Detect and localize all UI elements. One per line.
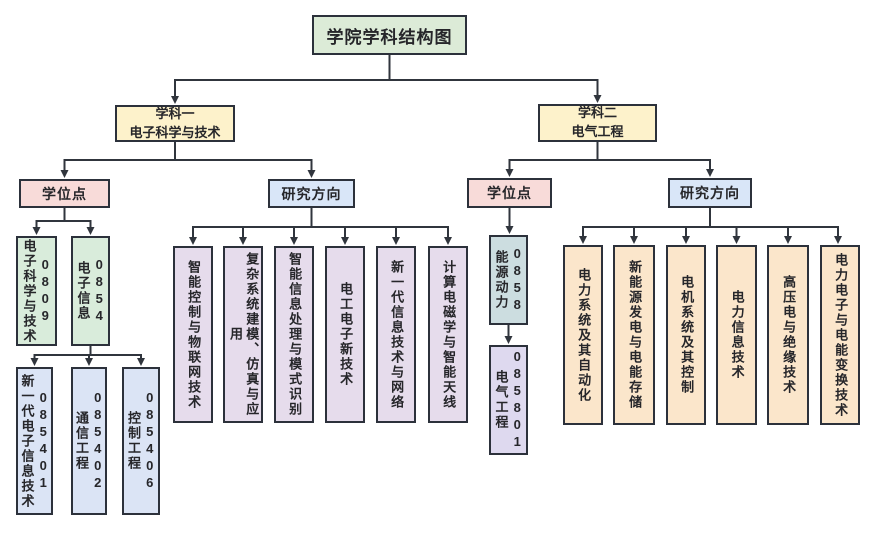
subdegree-box-085401: 085401 新一代电子信息技术 bbox=[16, 367, 53, 515]
direction-column-b1-6: 计算电磁学与智能天线 bbox=[428, 246, 468, 423]
degree-box-0858: 0858 能源动力 bbox=[489, 235, 528, 325]
subdegree-085801-name: 电气工程 bbox=[493, 370, 509, 430]
branch1-research-header: 研究方向 bbox=[268, 179, 355, 208]
degree-box-0809: 0809 电子科学与技术 bbox=[16, 236, 57, 346]
degree-0858-name: 能源动力 bbox=[493, 250, 509, 310]
diagram-title: 学院学科结构图 bbox=[312, 15, 467, 55]
subdegree-085402-name: 通信工程 bbox=[74, 411, 89, 471]
direction-label: 智能信息处理与模式识别 bbox=[287, 252, 303, 417]
direction-label: 电力系统及其自动化 bbox=[576, 267, 592, 403]
subdegree-box-085402: 085402 通信工程 bbox=[71, 367, 107, 515]
direction-column-b1-5: 新一代信息技术与网络 bbox=[376, 246, 416, 423]
diagram-title-text: 学院学科结构图 bbox=[326, 27, 453, 47]
direction-column-b1-1: 智能控制与物联网技术 bbox=[173, 246, 213, 423]
direction-column-b2-4: 电力信息技术 bbox=[716, 245, 757, 425]
subdegree-box-085801: 085801 电气工程 bbox=[489, 345, 528, 455]
direction-label: 高压电与绝缘技术 bbox=[781, 275, 797, 395]
branch1-name-line1: 学科一 bbox=[155, 105, 195, 121]
branch2-research-header: 研究方向 bbox=[668, 178, 752, 208]
direction-label: 电工电子新技术 bbox=[338, 282, 354, 387]
branch2-degree-header-text: 学位点 bbox=[487, 185, 532, 201]
direction-column-b2-3: 电机系统及其控制 bbox=[666, 245, 706, 425]
degree-0854-code: 0854 bbox=[91, 257, 107, 325]
degree-0854-name: 电子信息 bbox=[75, 261, 91, 321]
direction-column-b1-2: 复杂系统建模、仿真与应用 bbox=[223, 246, 263, 423]
branch1-node: 学科一 电子科学与技术 bbox=[115, 105, 235, 142]
direction-label: 电机系统及其控制 bbox=[679, 275, 695, 395]
subdegree-085401-name: 新一代电子信息技术 bbox=[19, 373, 35, 509]
subdegree-085401-code: 085401 bbox=[35, 390, 51, 492]
branch2-name-line2: 电气工程 bbox=[571, 124, 624, 139]
branch1-research-header-text: 研究方向 bbox=[281, 185, 342, 202]
branch2-research-header-text: 研究方向 bbox=[680, 185, 740, 201]
direction-label: 电力电子与电能变换技术 bbox=[833, 252, 849, 418]
subdegree-085801-code: 085801 bbox=[509, 349, 525, 451]
direction-column-b2-2: 新能源发电与电能存储 bbox=[613, 245, 655, 425]
degree-0809-code: 0809 bbox=[37, 257, 53, 325]
branch2-degree-header: 学位点 bbox=[467, 178, 552, 208]
direction-label: 复杂系统建模、仿真与应用 bbox=[228, 252, 260, 417]
branch2-node: 学科二 电气工程 bbox=[538, 104, 657, 142]
subdegree-085402-code: 085402 bbox=[90, 390, 106, 492]
direction-label: 新一代信息技术与网络 bbox=[389, 259, 405, 410]
direction-column-b1-3: 智能信息处理与模式识别 bbox=[274, 246, 314, 423]
subdegree-085406-name: 控制工程 bbox=[126, 411, 141, 471]
direction-column-b2-5: 高压电与绝缘技术 bbox=[767, 245, 809, 425]
branch1-name-line2: 电子科学与技术 bbox=[129, 124, 221, 140]
direction-column-b1-4: 电工电子新技术 bbox=[325, 246, 365, 423]
branch1-degree-header: 学位点 bbox=[19, 179, 110, 208]
branch1-degree-header-text: 学位点 bbox=[42, 185, 87, 202]
direction-label: 计算电磁学与智能天线 bbox=[441, 259, 457, 410]
degree-0858-code: 0858 bbox=[509, 246, 525, 314]
direction-column-b2-1: 电力系统及其自动化 bbox=[563, 245, 603, 425]
direction-label: 电力信息技术 bbox=[729, 290, 745, 380]
branch2-name-line1: 学科二 bbox=[577, 105, 617, 121]
direction-label: 智能控制与物联网技术 bbox=[186, 259, 202, 410]
direction-column-b2-6: 电力电子与电能变换技术 bbox=[820, 245, 860, 425]
direction-label: 新能源发电与电能存储 bbox=[627, 260, 643, 410]
subdegree-box-085406: 085406 控制工程 bbox=[122, 367, 160, 515]
degree-0809-name: 电子科学与技术 bbox=[21, 238, 37, 344]
degree-box-0854: 0854 电子信息 bbox=[71, 236, 110, 346]
subdegree-085406-code: 085406 bbox=[142, 390, 158, 492]
